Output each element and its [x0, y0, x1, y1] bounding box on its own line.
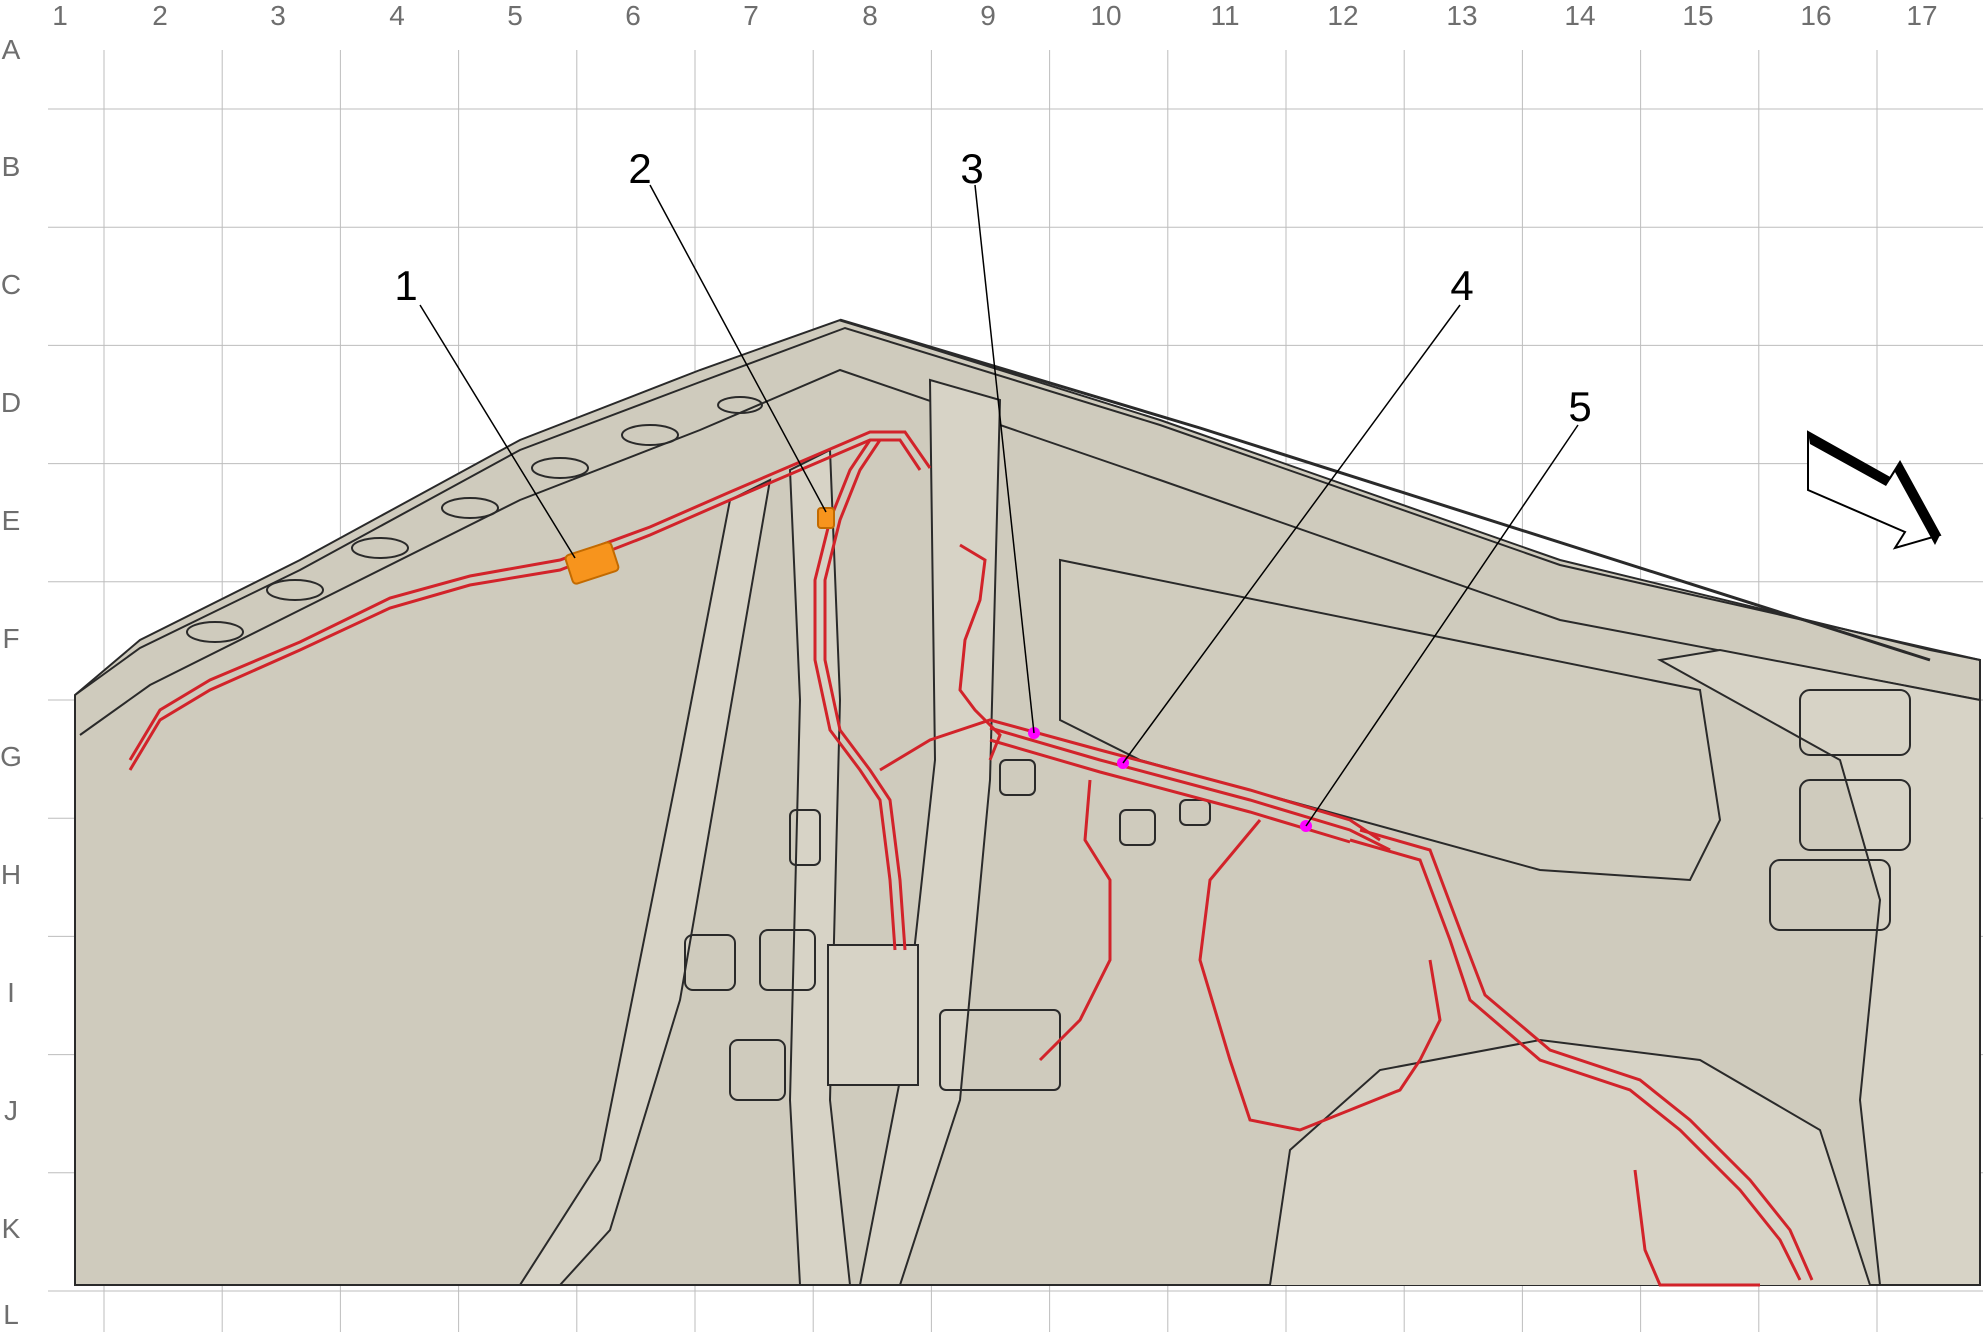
pillar-outline	[518, 478, 772, 1286]
harness-rear	[1349, 838, 1802, 1281]
harness-rear-2	[1359, 828, 1814, 1281]
column-label-6: 6	[625, 0, 641, 31]
harness-pillar-down	[813, 439, 897, 951]
vehicle-body	[74, 318, 1981, 1286]
component-2	[817, 507, 835, 529]
callout-4: 4	[1450, 262, 1474, 309]
column-label-3: 3	[270, 0, 286, 31]
column-label-1: 1	[52, 0, 68, 31]
row-label-B: B	[1, 151, 21, 182]
column-label-17: 17	[1906, 0, 1938, 31]
rear-window-opening	[1059, 558, 1722, 882]
fuse-block	[827, 944, 919, 1086]
column-label-12: 12	[1327, 0, 1359, 31]
column-label-11: 11	[1210, 0, 1240, 31]
roof-rail-inner	[79, 368, 1981, 736]
center-pillar	[858, 378, 1002, 1286]
row-label-G: G	[0, 741, 22, 772]
column-label-14: 14	[1564, 0, 1596, 31]
row-label-J: J	[4, 1095, 18, 1126]
row-label-I: I	[7, 977, 15, 1008]
callout-1: 1	[394, 262, 418, 309]
leader-lines	[419, 184, 1579, 827]
leader-1	[419, 304, 576, 559]
row-label-L: L	[3, 1299, 19, 1330]
harness-drop-2	[1198, 819, 1442, 1132]
column-label-2: 2	[152, 0, 168, 31]
column-label-9: 9	[980, 0, 996, 31]
column-label-10: 10	[1090, 0, 1122, 31]
wiring-harness	[128, 430, 1814, 1287]
callout-2: 2	[628, 145, 652, 192]
harness-cross-2	[989, 726, 1391, 852]
row-label-D: D	[0, 387, 22, 418]
leader-4	[1122, 304, 1461, 764]
row-label-C: C	[0, 269, 22, 300]
column-label-15: 15	[1682, 0, 1714, 31]
column-label-16: 16	[1800, 0, 1832, 31]
rear-panel	[1657, 648, 1981, 1286]
column-label-4: 4	[389, 0, 405, 31]
component-1	[564, 541, 620, 585]
column-label-5: 5	[507, 0, 523, 31]
harness-cross	[879, 718, 1381, 842]
harness-pillar-down-2	[823, 439, 907, 951]
front-direction-arrow-icon	[1807, 430, 1942, 550]
callout-3: 3	[960, 145, 984, 192]
harness-roof-main-2	[128, 430, 932, 761]
row-label-E: E	[1, 505, 21, 536]
harness-cross-3	[989, 738, 1351, 844]
row-label-H: H	[0, 859, 22, 890]
roof-rail-edge	[839, 318, 1931, 662]
row-label-F: F	[2, 623, 20, 654]
pillar-outline-2	[788, 448, 852, 1286]
leader-5	[1305, 424, 1579, 827]
leader-2	[649, 184, 827, 513]
harness-rear-branch	[1633, 1169, 1760, 1287]
row-label-A: A	[1, 34, 21, 65]
column-label-13: 13	[1446, 0, 1478, 31]
panel-cutouts	[684, 689, 1911, 1101]
callout-5: 5	[1568, 383, 1592, 430]
leader-3	[974, 184, 1035, 734]
harness-drop-1	[1038, 779, 1112, 1062]
roof-holes	[186, 396, 763, 643]
row-label-K: K	[1, 1213, 21, 1244]
roof-rail	[74, 326, 1981, 696]
column-label-7: 7	[743, 0, 759, 31]
column-label-8: 8	[862, 0, 878, 31]
